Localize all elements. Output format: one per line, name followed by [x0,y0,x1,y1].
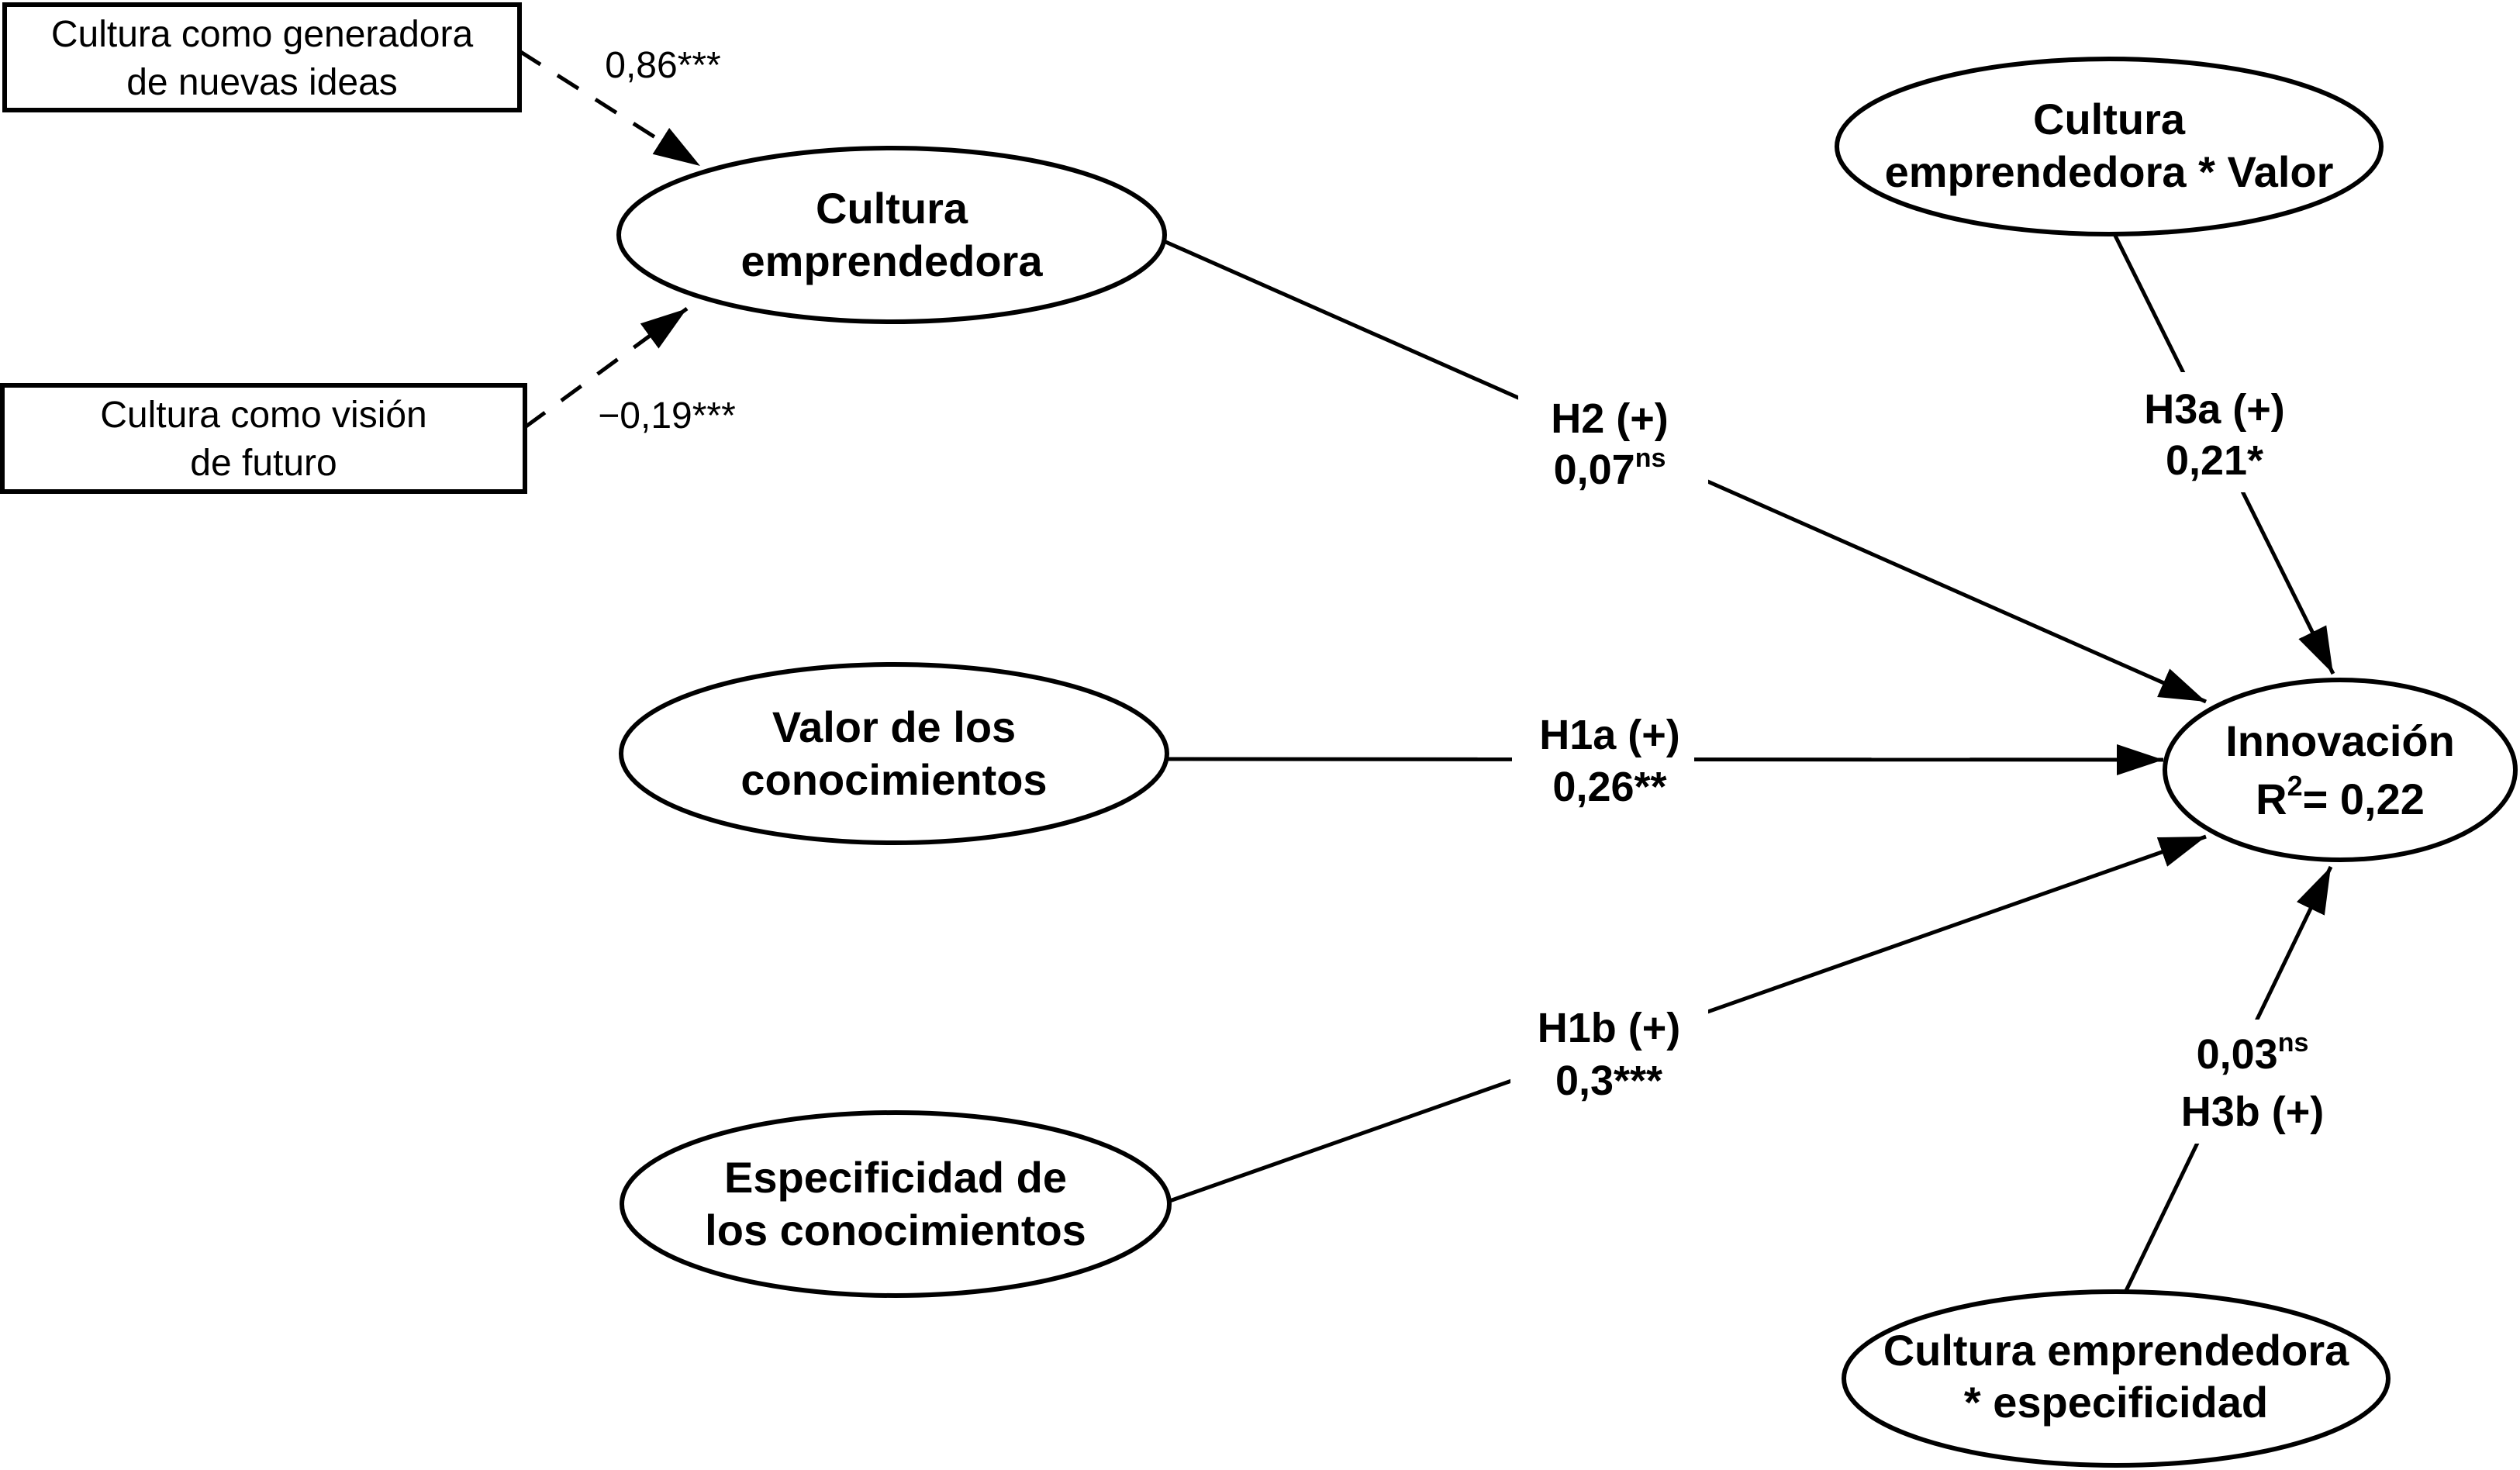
label-bg-h1b [1510,996,1708,1116]
h3a-weight-label: 0,21* [2166,437,2263,484]
label-bg-h3a [2139,372,2294,492]
label-bg-h3b [2170,1020,2340,1144]
label-backgrounds-layer [1510,372,2340,1144]
h1b-hypothesis-label: H1b (+) [1538,1005,1681,1051]
node-valor-conocimientos-shape [619,662,1169,845]
label-bg-h2 [1518,388,1708,504]
valor-conocimientos-label-line1: Valor de los [772,702,1016,751]
node-especificidad-conocimientos-shape [620,1110,1172,1298]
path-generadora-to-cultura [518,49,702,168]
box-vision-label-line1: Cultura como visión [100,395,427,436]
cultura-emprendedora-label-line2: emprendedora [741,236,1044,285]
especificidad-label-line1: Especificidad de [724,1153,1067,1202]
label-bg-h1a [1512,729,1694,791]
especificidad-label-line2: los conocimientos [705,1206,1086,1254]
node-cultura-valor-shape [1835,57,2384,236]
node-innovacion-shape [2163,678,2518,862]
h1a-hypothesis-label: H1a (+) [1539,712,1680,758]
innovacion-r-squared-label: R2= 0,22 [2256,770,2425,823]
weight-vision-label: −0,19*** [598,395,736,437]
node-box-vision-shape [0,383,527,494]
box-vision-label-line2: de futuro [190,443,337,484]
path-labels-layer: 0,86*** −0,19*** H2 (+) 0,07ns H1a (+) 0… [598,45,2324,1135]
cultura-especificidad-label-line1: Cultura emprendedora [1883,1326,2349,1375]
weight-generadora-label: 0,86*** [605,45,720,86]
box-generadora-label-line1: Cultura como generadora [51,14,474,55]
node-cultura-especificidad-shape [1842,1289,2391,1468]
node-labels-layer: Cultura como generadora de nuevas ideas … [51,14,2455,1427]
valor-conocimientos-label-line2: conocimientos [740,755,1047,804]
cultura-emprendedora-label-line1: Cultura [816,184,968,233]
box-generadora-label-line2: de nuevas ideas [126,62,398,103]
h1b-weight-label: 0,3*** [1555,1058,1662,1104]
h2-weight-label: 0,07ns [1554,443,1666,493]
innovacion-label: Innovación [2225,716,2455,765]
h2-hypothesis-label: H2 (+) [1551,395,1669,442]
cultura-especificidad-label-line2: * especificidad [1964,1378,2268,1427]
node-box-generadora-shape [2,2,522,112]
h1a-weight-label: 0,26** [1552,764,1666,810]
cultura-valor-label-line1: Cultura [2033,95,2186,143]
h3b-hypothesis-label: H3b (+) [2181,1089,2325,1135]
path-vision-to-cultura [523,306,689,430]
h3b-weight-label: 0,03ns [2197,1028,2309,1078]
h3a-hypothesis-label: H3a (+) [2144,386,2285,433]
cultura-valor-label-line2: emprendedora * Valor [1885,147,2334,196]
node-cultura-emprendedora-shape [616,146,1167,324]
